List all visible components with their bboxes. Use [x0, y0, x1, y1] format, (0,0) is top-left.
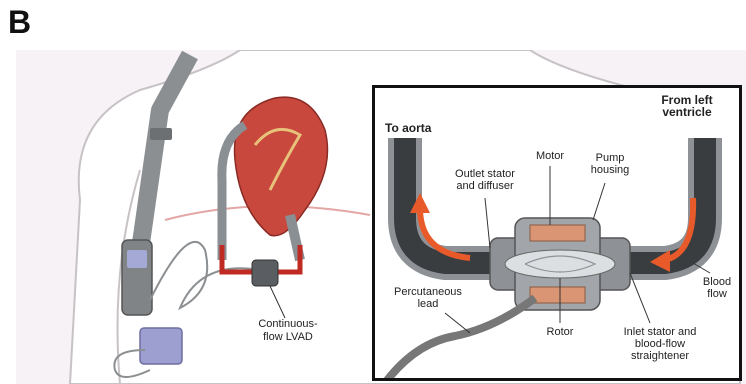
outlet-line-2: and diffuser	[440, 180, 530, 192]
strap-buckle	[150, 128, 172, 140]
inlet-line-2: blood-flow	[610, 338, 710, 350]
inlet-line-3: straightener	[610, 350, 710, 362]
outlet-line-1: Outlet stator	[440, 168, 530, 180]
blood-line-1: Blood	[697, 276, 737, 288]
device-label-line-2: flow LVAD	[248, 331, 328, 344]
outlet-stator-label: Outlet stator and diffuser	[440, 168, 530, 192]
pump	[252, 260, 278, 286]
leader-outlet	[485, 198, 490, 248]
blood-line-2: flow	[697, 288, 737, 300]
percutaneous-lead	[385, 298, 535, 381]
panel-letter: B	[8, 4, 31, 41]
battery	[140, 328, 182, 364]
from-left-ventricle-label: From left ventricle	[647, 94, 727, 118]
rotor-label: Rotor	[535, 326, 585, 338]
pump-line-1: Pump	[580, 152, 640, 164]
to-aorta-label: To aorta	[385, 122, 431, 134]
perc-line-1: Percutaneous	[383, 286, 473, 298]
inlet-stator-label: Inlet stator and blood-flow straightener	[610, 326, 710, 362]
motor-bottom	[530, 287, 585, 303]
rotor	[505, 250, 615, 278]
device-label-line-1: Continuous-	[248, 318, 328, 331]
percutaneous-lead-label: Percutaneous lead	[383, 286, 473, 310]
leader-housing	[593, 183, 605, 220]
blood-flow-label: Blood flow	[697, 276, 737, 300]
leader-lead	[445, 313, 470, 333]
inlet-line-1: Inlet stator and	[610, 326, 710, 338]
motor-label: Motor	[525, 150, 575, 162]
pump-detail-inset: To aorta From left ventricle Outlet stat…	[372, 85, 742, 381]
from-left-line-2: ventricle	[647, 106, 727, 118]
perc-line-2: lead	[383, 298, 473, 310]
controller-panel	[127, 250, 147, 268]
pump-line-2: housing	[580, 164, 640, 176]
leader-inlet	[630, 273, 650, 323]
motor-top	[530, 225, 585, 241]
device-label: Continuous- flow LVAD	[248, 318, 328, 344]
pump-housing-label: Pump housing	[580, 152, 640, 176]
